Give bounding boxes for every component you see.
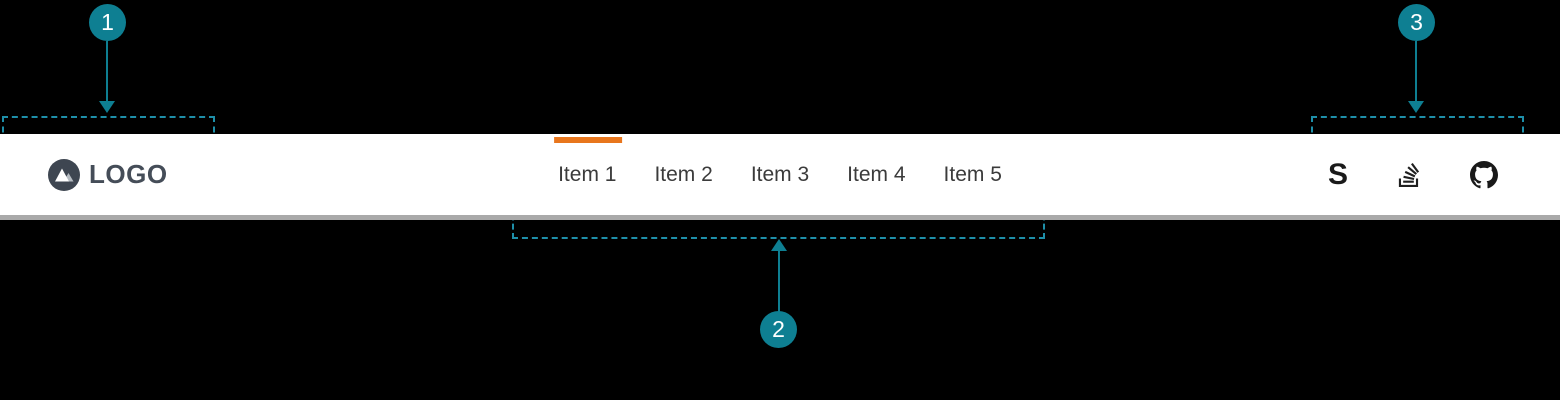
letter-s-icon[interactable]: S: [1327, 157, 1348, 191]
callout-1-arrowhead-icon: [99, 101, 115, 113]
stack-overflow-icon[interactable]: [1397, 162, 1421, 187]
callout-3-arrowhead-icon: [1408, 101, 1424, 113]
callout-2-arrowhead-icon: [771, 239, 787, 251]
nav-item-3[interactable]: Item 3: [750, 162, 810, 186]
callout-2-badge: 2: [760, 311, 797, 348]
nav-item-2[interactable]: Item 2: [654, 162, 713, 186]
nav-item-1[interactable]: Item 1: [554, 134, 623, 215]
navbar: LOGO Item 1 Item 2 Item 3 Item 4 Item 5 …: [0, 134, 1560, 220]
github-icon[interactable]: [1470, 160, 1498, 189]
callout-3-arrow-line: [1415, 41, 1417, 102]
logo-text: LOGO: [89, 159, 168, 189]
nav-item-5[interactable]: Item 5: [943, 162, 1002, 186]
logo[interactable]: LOGO: [48, 134, 168, 215]
nav-menu: Item 1 Item 2 Item 3 Item 4 Item 5: [554, 134, 1002, 215]
callout-3-badge: 3: [1398, 4, 1435, 41]
callout-1-arrow-line: [106, 41, 108, 102]
mountain-logo-icon: [48, 158, 80, 191]
callout-2-arrow-line: [778, 250, 780, 312]
nav-item-4[interactable]: Item 4: [847, 162, 906, 186]
social-icon-group: S: [1328, 134, 1498, 215]
callout-1-badge: 1: [89, 4, 126, 41]
